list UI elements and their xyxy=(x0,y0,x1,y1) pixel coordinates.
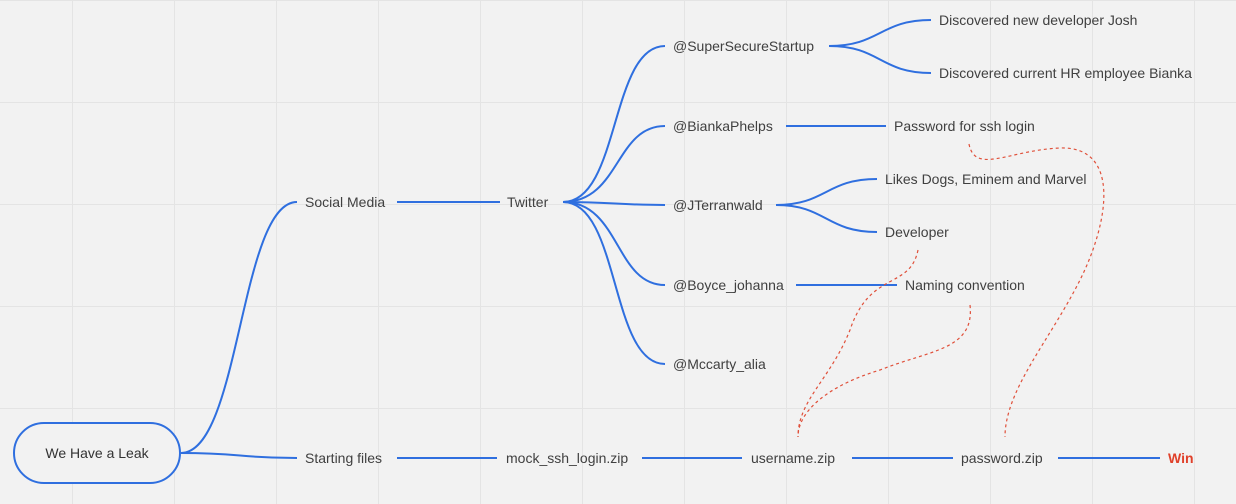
edge-root-social xyxy=(180,201,298,454)
node-file-username[interactable]: username.zip xyxy=(751,450,836,466)
edge-twitter-mccarty xyxy=(562,201,666,365)
node-starting-files[interactable]: Starting files xyxy=(305,450,383,466)
edge-jterranwald-developer xyxy=(775,204,878,233)
node-account-bianka[interactable]: @BiankaPhelps xyxy=(673,118,773,134)
edge-twitter-boyce xyxy=(562,201,666,286)
node-finding-naming[interactable]: Naming convention xyxy=(905,277,1025,293)
node-file-mock[interactable]: mock_ssh_login.zip xyxy=(506,450,629,466)
node-finding-developer[interactable]: Developer xyxy=(885,224,949,240)
dashed-developer-username xyxy=(797,249,919,438)
node-finding-likes[interactable]: Likes Dogs, Eminem and Marvel xyxy=(885,171,1087,187)
edge-supersecure-josh xyxy=(828,19,932,47)
node-finding-hr-bianka[interactable]: Discovered current HR employee Bianka xyxy=(939,65,1192,81)
node-social-media[interactable]: Social Media xyxy=(305,194,386,210)
node-account-jterranwald[interactable]: @JTerranwald xyxy=(673,197,763,213)
edge-twitter-bianka xyxy=(562,125,666,203)
edge-root-starting xyxy=(180,452,298,459)
node-twitter[interactable]: Twitter xyxy=(507,194,549,210)
node-finding-josh[interactable]: Discovered new developer Josh xyxy=(939,12,1138,28)
node-win[interactable]: Win xyxy=(1168,450,1194,466)
node-account-mccarty[interactable]: @Mccarty_alia xyxy=(673,356,766,372)
edge-supersecure-hr xyxy=(828,45,932,74)
dashed-naming-username xyxy=(797,304,971,438)
root-label: We Have a Leak xyxy=(45,445,149,461)
node-account-boyce[interactable]: @Boyce_johanna xyxy=(673,277,784,293)
node-account-supersecure[interactable]: @SuperSecureStartup xyxy=(673,38,815,54)
edge-jterranwald-likes xyxy=(775,178,878,206)
edge-twitter-jterranwald xyxy=(562,201,666,206)
dashed-password-passwordzip xyxy=(968,143,1105,438)
node-file-password[interactable]: password.zip xyxy=(961,450,1043,466)
edge-twitter-supersecure xyxy=(562,45,666,203)
node-finding-password-ssh[interactable]: Password for ssh login xyxy=(894,118,1035,134)
root-node[interactable]: We Have a Leak xyxy=(13,422,181,484)
